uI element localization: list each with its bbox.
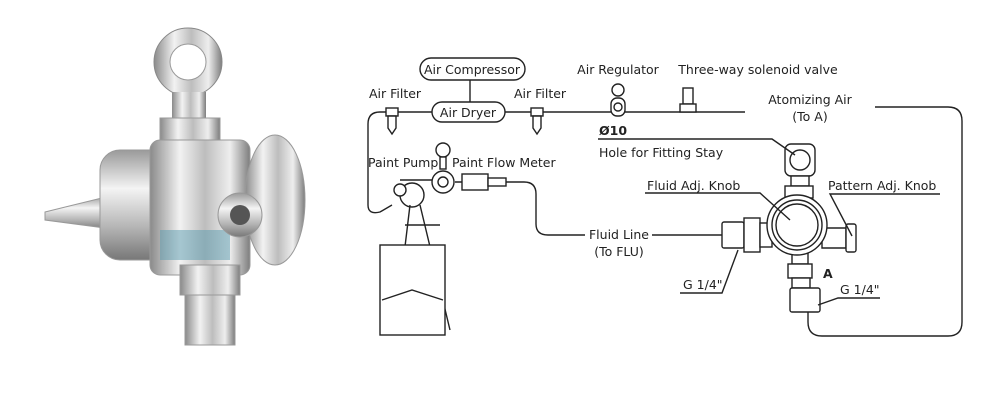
paint-pump-label: Paint Pump xyxy=(368,155,438,170)
paint-flow-meter-label: Paint Flow Meter xyxy=(452,155,556,170)
air-filter-icon xyxy=(385,107,399,136)
air-compressor-label: Air Compressor xyxy=(424,62,521,77)
leader-lines xyxy=(598,138,940,306)
pattern-adj-knob-label: Pattern Adj. Knob xyxy=(828,178,936,193)
air-compressor-box xyxy=(419,57,526,81)
atomizing-air-sublabel: (To A) xyxy=(792,109,827,124)
hole-label: Hole for Fitting Stay xyxy=(599,145,724,160)
hole-diameter-label: Ø10 xyxy=(599,123,627,138)
air-dryer-label: Air Dryer xyxy=(440,105,497,120)
spray-gun-schematic xyxy=(721,143,857,313)
air-regulator-icon xyxy=(610,83,626,117)
air-filter-icon xyxy=(530,107,544,136)
fluid-line-label: Fluid Line xyxy=(589,227,649,242)
atomizing-air-label: Atomizing Air xyxy=(768,92,852,107)
thread-size-label: G 1/4" xyxy=(683,277,723,292)
paint-pump-icon xyxy=(379,142,507,336)
air-dryer-box xyxy=(431,101,506,123)
spray-gun-photo xyxy=(44,27,306,346)
solenoid-valve-icon xyxy=(679,87,697,113)
port-a-label: A xyxy=(823,266,833,281)
fluid-adj-knob-label: Fluid Adj. Knob xyxy=(647,178,740,193)
thread-size-label: G 1/4" xyxy=(840,282,880,297)
air-filter-label: Air Filter xyxy=(369,86,422,101)
fluid-line-sublabel: (To FLU) xyxy=(594,244,644,259)
air-filter-label: Air Filter xyxy=(514,86,567,101)
air-regulator-label: Air Regulator xyxy=(577,62,659,77)
solenoid-valve-label: Three-way solenoid valve xyxy=(677,62,838,77)
